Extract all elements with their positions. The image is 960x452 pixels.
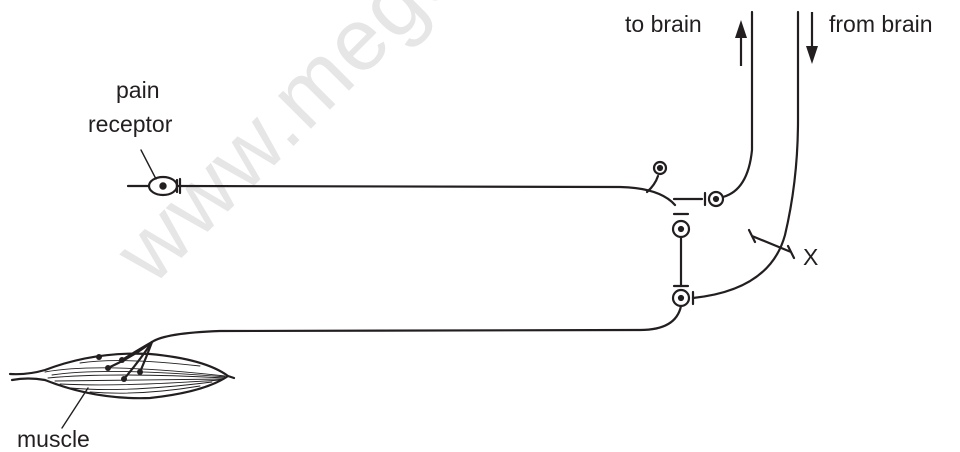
ascending-neurone: [721, 10, 754, 199]
relay-branch: [645, 174, 660, 194]
label-to-brain: to brain: [625, 11, 702, 37]
cut-mark: [747, 228, 796, 260]
sensory-neurone: [126, 184, 677, 207]
muscle-outline: [8, 352, 236, 400]
muscle-pointer: [61, 387, 89, 429]
to-brain-arrow: [735, 20, 747, 66]
label-muscle: muscle: [17, 426, 90, 452]
label-receptor: receptor: [88, 111, 173, 137]
relay-bulb-top: [652, 160, 668, 176]
label-x: X: [803, 244, 819, 270]
receptor-pointer: [140, 149, 157, 180]
motor-neurone: [150, 304, 683, 344]
from-brain-arrow: [806, 12, 818, 64]
synapse-ascending: [707, 190, 725, 208]
label-from-brain: from brain: [829, 11, 933, 37]
descending-neurone: [691, 10, 800, 300]
label-pain: pain: [116, 77, 160, 103]
